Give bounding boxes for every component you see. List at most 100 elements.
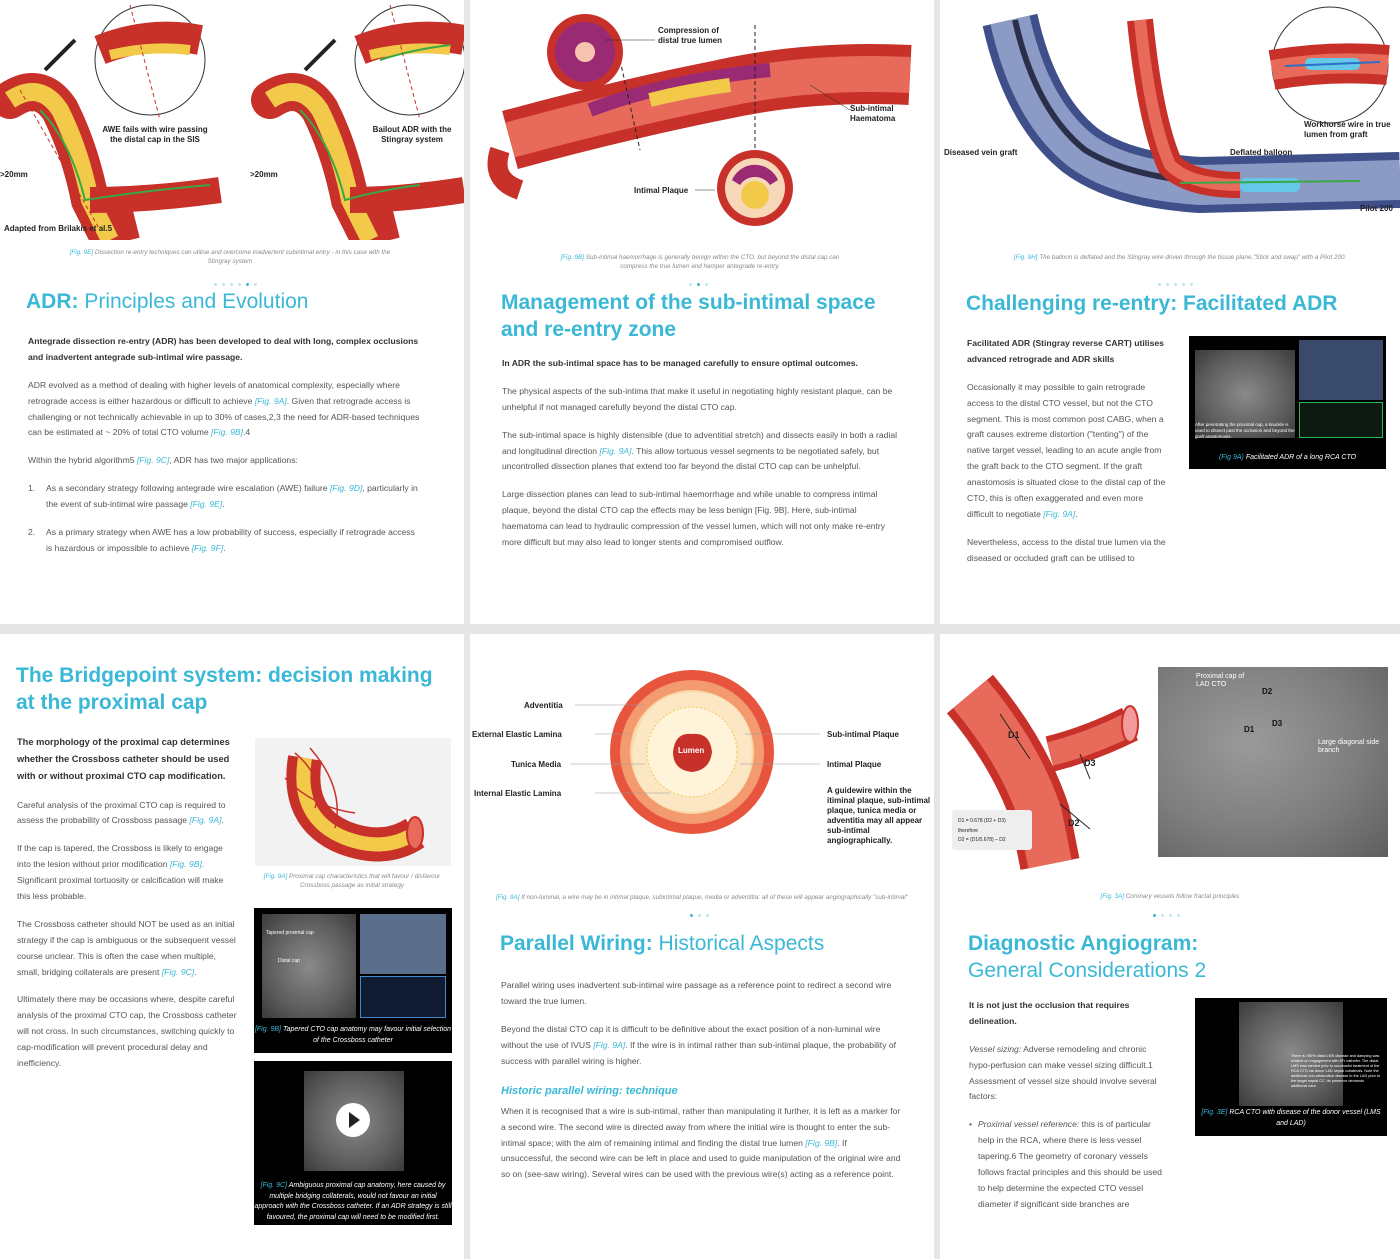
- formula-3: D2 = (D1/0.678) – D2: [958, 837, 1006, 843]
- label-mm-right: >20mm: [250, 170, 278, 179]
- video-9c[interactable]: [Fig. 9C] Ambiguous proximal cap anatomy…: [254, 1061, 452, 1225]
- page-title: The Bridgepoint system: decision making …: [16, 664, 433, 715]
- page-title: Diagnostic Angiogram: General Considerati…: [968, 930, 1206, 985]
- label-media: Tunica Media: [511, 760, 562, 769]
- page-bridgepoint: The Bridgepoint system: decision making …: [0, 634, 464, 1259]
- operator-photo: [360, 914, 446, 974]
- page-title: Challenging re-entry: Facilitated ADR: [966, 292, 1338, 315]
- lead-paragraph: In ADR the sub-intimal space has to be m…: [502, 358, 858, 368]
- fig-link[interactable]: [Fig. 9F]: [191, 542, 224, 553]
- fig-link[interactable]: [Fig. 9C]: [161, 966, 195, 977]
- pager-dots[interactable]: [1158, 283, 1193, 286]
- fig-link[interactable]: [Fig. 9A]: [189, 815, 222, 826]
- angiogram-image: [1195, 350, 1295, 438]
- label-bailout: Bailout ADR with the Stingray system: [372, 125, 452, 144]
- label-eel: External Elastic Lamina: [472, 730, 562, 739]
- label-int-plaque: Intimal Plaque: [827, 760, 882, 769]
- label-diagonal: Large diagonal side branch: [1318, 739, 1380, 754]
- figure-caption: [Fig. 9E] Dissection re-entry techniques…: [60, 248, 400, 267]
- angiogram-lad: Proximal cap of LAD CTO D2 D1 D3 Large d…: [1158, 667, 1388, 857]
- title-rest: Historical Aspects: [652, 932, 825, 955]
- label-tapered: Tapered proximal cap: [266, 930, 314, 936]
- paragraph-1: The physical aspects of the sub-intima t…: [502, 385, 893, 412]
- figure-9e: AWE fails with wire passing the distal c…: [0, 0, 464, 240]
- fig-link[interactable]: [Fig. 9B]: [211, 427, 244, 438]
- fig-link[interactable]: [Fig. 9A]: [1043, 508, 1076, 519]
- caption-text: Sub-intimal haemorrhage is generally ben…: [585, 254, 840, 271]
- body-text: Antegrade dissection re-entry (ADR) has …: [28, 334, 423, 569]
- illustration-awe-adr: [0, 4, 464, 240]
- title-bold: ADR:: [26, 290, 79, 313]
- caption-ref[interactable]: [Fig. 9A]: [263, 873, 288, 880]
- label-adapted: Adapted from Brilakis et al.5: [4, 224, 113, 233]
- fig-link[interactable]: [Fig. 9A]: [599, 445, 632, 456]
- angiogram-image: [262, 914, 356, 1018]
- fig-link[interactable]: [Fig. 9A]: [254, 395, 287, 406]
- body-text: The morphology of the proximal cap deter…: [17, 734, 237, 1084]
- page-subintimal-space: Compression of distal true lumen Sub-int…: [470, 0, 934, 624]
- paragraph-1: Occasionally it may possible to gain ret…: [967, 381, 1166, 519]
- paragraph-3: Large dissection planes can lead to sub-…: [502, 489, 886, 548]
- figure-caption: [Fig. 9H] The balloon is deflated and th…: [980, 253, 1380, 262]
- angiogram-image: [1239, 1002, 1343, 1106]
- play-icon[interactable]: [336, 1103, 370, 1137]
- body-text: Parallel wiring uses inadvertent sub-int…: [501, 978, 901, 1195]
- fig-link[interactable]: [Fig. 9C]: [136, 455, 170, 466]
- pager-dots[interactable]: [689, 283, 708, 286]
- fig-link[interactable]: [Fig. 9D]: [329, 483, 363, 494]
- label-pilot: Pilot 200: [1360, 204, 1393, 213]
- figure-9a: [255, 738, 451, 866]
- illustration-vein-graft: [982, 6, 1400, 214]
- title-line-2: General Considerations 2: [968, 959, 1207, 983]
- fig-link[interactable]: [Fig. 9B]: [169, 859, 202, 870]
- label-intimal-plaque: Intimal Plaque: [634, 186, 689, 195]
- fig-link[interactable]: [Fig. 9A]: [593, 1039, 626, 1050]
- list-item: 2.As a primary strategy when AWE has a l…: [28, 527, 415, 553]
- list-item: •Proximal vessel reference: this is of p…: [969, 1119, 1162, 1209]
- caption-ref[interactable]: [Fig. 9A]: [496, 894, 520, 901]
- figure-3a: D1 D3 D2 D1 = 0.678 (D2 + D3) therefore …: [940, 634, 1400, 884]
- illustration-fractal-vessels: [946, 674, 1139, 870]
- caption-ref[interactable]: [Fig. 9H]: [1013, 254, 1038, 261]
- caption-ref[interactable]: [Fig. 9B]: [560, 254, 585, 261]
- pager-dots[interactable]: [690, 914, 709, 917]
- video-ref[interactable]: (Fig 9A): [1218, 454, 1244, 461]
- pager-dots[interactable]: [1153, 914, 1180, 917]
- monitor-display: [360, 976, 446, 1018]
- formula-2: therefore: [958, 828, 979, 834]
- fig-link[interactable]: [Fig. 9B]: [805, 1137, 838, 1148]
- label-haematoma: Sub-intimal Haematoma: [850, 104, 896, 123]
- paragraph-2: Beyond the distal CTO cap it is difficul…: [501, 1023, 897, 1066]
- video-facilitated-adr[interactable]: After penetrating the proximal cap, a kn…: [1189, 336, 1386, 469]
- caption-text: Dissection re-entry techniques can utili…: [94, 249, 391, 266]
- page-parallel-wiring: Adventitia External Elastic Lamina Tunic…: [470, 634, 934, 1259]
- figure-caption-9c: [Fig. 9C] Ambiguous proximal cap anatomy…: [254, 1182, 452, 1221]
- lead-paragraph: The morphology of the proximal cap deter…: [17, 737, 230, 782]
- paragraph-3: When it is recognised that a wire is sub…: [501, 1105, 901, 1180]
- label-xd2: D2: [1262, 687, 1273, 696]
- title-bold: Parallel Wiring:: [500, 932, 653, 955]
- figure-caption: [Fig. 9A] If non-luminal, a wire may be …: [482, 893, 922, 902]
- lead-paragraph: It is not just the occlusion that requir…: [969, 1000, 1130, 1026]
- label-guidewire: A guidewire within the itiminal plaque, …: [827, 786, 931, 845]
- list-item: 1.As a secondary strategy following ante…: [28, 483, 418, 510]
- caption-ref[interactable]: [Fig. 3A]: [1100, 893, 1124, 900]
- label-distal-cap: Distal cap: [278, 958, 300, 964]
- page-title: Parallel Wiring: Historical Aspects: [500, 930, 824, 957]
- caption-ref[interactable]: [Fig. 9E]: [69, 249, 94, 256]
- video-caption: (Fig 9A) Facilitated ADR of a long RCA C…: [1218, 454, 1357, 461]
- paragraph-4: Ultimately there may be occasions where,…: [17, 994, 237, 1069]
- figure-caption: [Fig. 3A] Coronary vessels follow fracta…: [1060, 892, 1280, 901]
- label-xd3: D3: [1272, 719, 1283, 728]
- label-d3: D3: [1084, 758, 1096, 768]
- label-compression: Compression of distal true lumen: [658, 26, 723, 45]
- body-text: Facilitated ADR (Stingray reverse CART) …: [967, 336, 1172, 579]
- paragraph-2: The sub-intimal space is highly distensi…: [502, 429, 898, 472]
- page-title: Management of the sub-intimal space and …: [501, 291, 876, 342]
- label-awe: AWE fails with wire passing the distal c…: [102, 125, 208, 144]
- title-line-1: Diagnostic Angiogram:: [968, 932, 1199, 955]
- fig-link[interactable]: [Fig. 9E]: [190, 499, 223, 510]
- page-adr-principles: AWE fails with wire passing the distal c…: [0, 0, 464, 624]
- subheading: Historic parallel wiring: technique: [501, 1085, 678, 1098]
- pager-dots[interactable]: [214, 283, 257, 286]
